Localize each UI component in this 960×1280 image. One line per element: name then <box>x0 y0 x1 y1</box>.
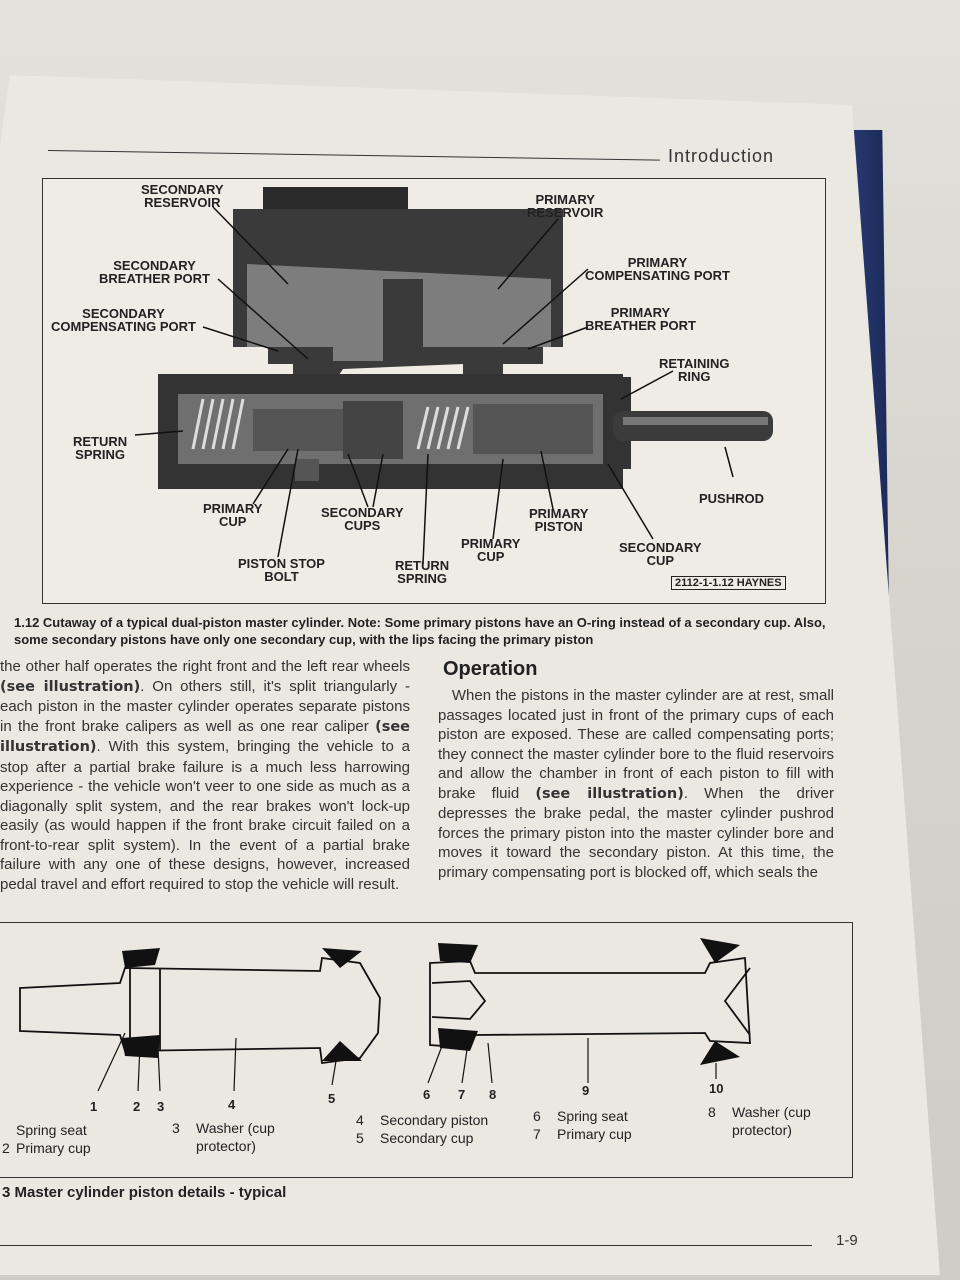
section-heading-operation: Operation <box>443 658 538 680</box>
label-primary-breather-port: PRIMARY BREATHER PORT <box>585 305 696 333</box>
callout-6: 6 <box>423 1087 431 1102</box>
right-column-text: When the pistons in the master cylinder … <box>438 686 834 882</box>
left-text-part1: the other half operates the right front … <box>0 658 410 675</box>
legend-primary-cup: Primary cup <box>16 1140 91 1156</box>
label-secondary-reservoir: SECONDARY RESERVOIR <box>141 182 224 210</box>
legend-washer-2: Washer (cup protector) <box>732 1104 811 1138</box>
figure-tag: 2112-1-1.12 HAYNES <box>671 576 786 590</box>
master-cylinder-cutaway-figure: SECONDARY RESERVOIR PRIMARY RESERVOIR SE… <box>42 178 826 604</box>
legend-num: 2 <box>2 1140 10 1156</box>
legend-washer: Washer (cup protector) <box>196 1120 275 1154</box>
label-primary-reservoir: PRIMARY RESERVOIR <box>527 192 604 220</box>
callout-1: 1 <box>90 1099 98 1114</box>
legend-num: 8 <box>708 1104 716 1120</box>
legend-num: 5 <box>356 1130 364 1146</box>
callout-9: 9 <box>582 1083 590 1098</box>
legend-group-2: 3 Washer (cup protector) <box>172 1119 275 1155</box>
callout-3: 3 <box>157 1099 165 1114</box>
label-pushrod: PUSHROD <box>699 491 765 506</box>
see-illustration-link[interactable]: (see illustration) <box>535 785 684 802</box>
page-number: 1-9 <box>836 1232 858 1249</box>
running-header: Introduction <box>668 146 775 166</box>
label-retaining-ring: RETAINING RING <box>659 356 730 384</box>
label-secondary-cups: SECONDARY CUPS <box>321 505 404 533</box>
callout-4: 4 <box>228 1097 236 1112</box>
legend-spring-seat: Spring seat <box>16 1122 87 1138</box>
label-return-spring-left: RETURN SPRING <box>73 434 128 462</box>
left-text-part2: . On others still, it's split triangular… <box>0 677 410 735</box>
legend-num: 6 <box>533 1108 541 1124</box>
legend-num: 7 <box>533 1126 541 1142</box>
left-text-part3: . With this system, bringing the vehicle… <box>0 738 410 893</box>
label-secondary-breather-port: SECONDARY BREATHER PORT <box>99 258 210 286</box>
callout-10: 10 <box>709 1081 724 1096</box>
master-cylinder-diagram <box>134 187 773 565</box>
label-secondary-compensating-port: SECONDARY COMPENSATING PORT <box>51 306 196 334</box>
label-piston-stop-bolt: PISTON STOP BOLT <box>238 556 325 584</box>
figure2-caption: 3 Master cylinder piston details - typic… <box>2 1184 287 1201</box>
legend-secondary-piston: Secondary piston <box>380 1112 489 1128</box>
right-text-part2: . When the driver depresses the brake pe… <box>438 784 834 881</box>
legend-num: 3 <box>172 1120 180 1136</box>
see-illustration-link[interactable]: (see illustration) <box>0 678 141 695</box>
label-primary-cup-mid: PRIMARY CUP <box>461 536 521 564</box>
label-primary-compensating-port: PRIMARY COMPENSATING PORT <box>585 255 730 283</box>
piston-details-diagram <box>19 938 751 1092</box>
callout-8: 8 <box>489 1087 497 1102</box>
callout-7: 7 <box>458 1087 466 1102</box>
label-secondary-cup: SECONDARY CUP <box>619 540 702 568</box>
legend-group-1: Spring seat 2 Primary cup <box>2 1121 91 1157</box>
legend-group-4: 6 Spring seat 7 Primary cup <box>533 1107 632 1143</box>
callout-2: 2 <box>133 1099 141 1114</box>
label-return-spring-mid: RETURN SPRING <box>395 558 450 586</box>
callout-5: 5 <box>328 1091 336 1106</box>
legend-primary-cup-2: Primary cup <box>557 1126 632 1142</box>
right-text-part1: When the pistons in the master cylinder … <box>438 687 834 802</box>
label-primary-piston: PRIMARY PISTON <box>529 506 589 534</box>
figure1-caption: 1.12 Cutaway of a typical dual-piston ma… <box>14 615 826 647</box>
legend-secondary-cup: Secondary cup <box>380 1130 474 1146</box>
legend-group-5: 8 Washer (cup protector) <box>708 1103 811 1139</box>
see-illustration-link[interactable]: (see illustration) <box>0 718 410 756</box>
label-primary-cup-left: PRIMARY CUP <box>203 501 263 529</box>
legend-group-3: 4 Secondary piston 5 Secondary cup <box>356 1111 488 1147</box>
footer-rule <box>0 1245 812 1246</box>
legend-num: 4 <box>356 1112 364 1128</box>
legend-spring-seat-2: Spring seat <box>557 1108 628 1124</box>
left-column-text: the other half operates the right front … <box>0 657 410 894</box>
